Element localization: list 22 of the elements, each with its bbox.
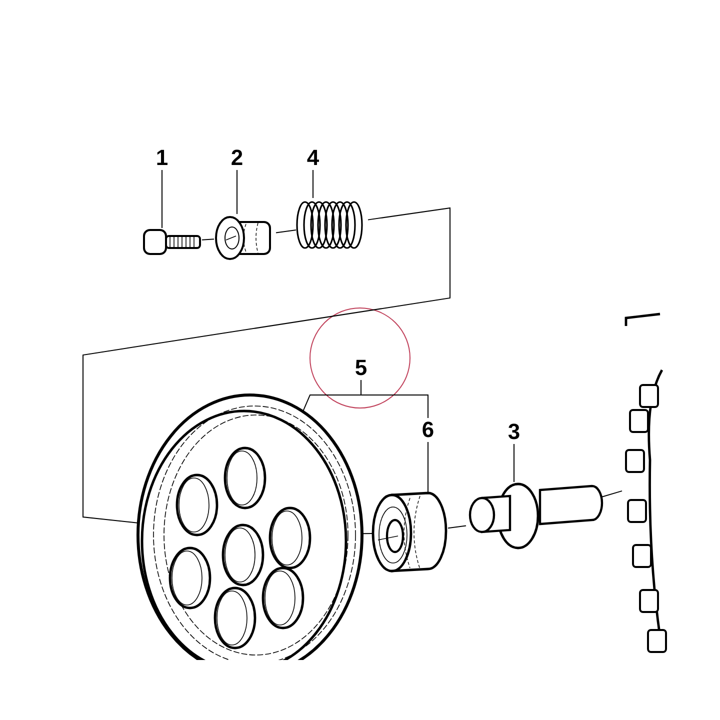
callout-number: 2 [227,146,247,170]
bolt-drawing [143,229,201,255]
bushing-drawing [215,216,271,260]
centre-line [276,229,296,234]
centre-line [602,490,622,498]
centre-line [448,525,466,529]
bearing-drawing [372,492,448,572]
callout-number: 5 [351,356,371,380]
pulley-drawing [136,394,364,660]
spring-drawing [296,201,363,249]
callout-number: 1 [152,146,172,170]
centre-line [202,238,214,240]
centre-line [82,207,450,524]
centre-line [362,532,372,534]
clutch-drawing [624,312,667,653]
callout-number: 6 [418,418,438,442]
leader-line [236,170,238,214]
bracket-leader-line [360,380,428,418]
leader-line [312,170,314,198]
callout-number: 3 [504,420,524,444]
pin-drawing [468,482,604,550]
callout-number: 4 [303,146,323,170]
